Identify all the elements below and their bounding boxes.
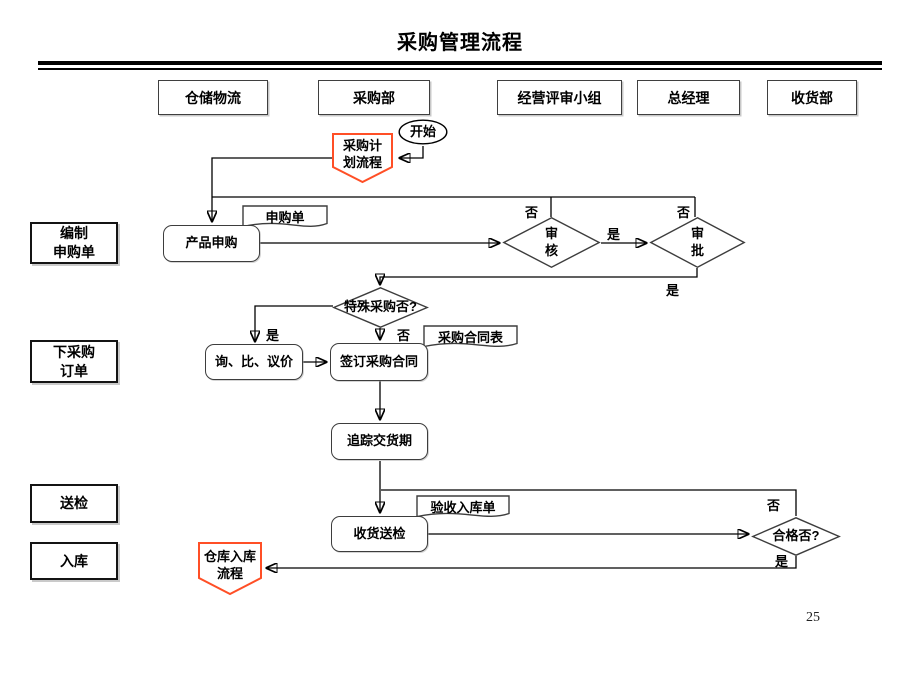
lane-header-label: 经营评审小组 bbox=[517, 89, 602, 106]
connector-no-feedback-to-product-request bbox=[212, 196, 696, 217]
edge-label-qualified-yes: 是 bbox=[775, 554, 789, 569]
diamond-shape bbox=[751, 517, 841, 556]
qualified-decision: 合格否? bbox=[751, 517, 841, 556]
receipt-form-document: 验收入库单 bbox=[416, 495, 510, 522]
receive-inspect-label: 收货送检 bbox=[353, 525, 406, 541]
inquiry-compare-label: 询、比、议价 bbox=[214, 353, 293, 369]
side-label-create-request: 编制 申购单 bbox=[30, 222, 118, 264]
edge-label-approve-no: 否 bbox=[677, 205, 691, 220]
connector-qualified-yes-to-warehouse bbox=[267, 556, 797, 568]
diamond-shape bbox=[502, 217, 601, 268]
lane-header-purchasing-dept: 采购部 bbox=[318, 80, 430, 115]
side-label-inspection: 送检 bbox=[30, 484, 118, 523]
connector-qualified-no-feedback bbox=[381, 489, 797, 516]
contract-form-document: 采购合同表 bbox=[423, 325, 518, 352]
side-label-text: 入库 bbox=[60, 552, 88, 569]
diamond-shape bbox=[649, 217, 746, 268]
title-divider bbox=[38, 61, 882, 70]
side-label-place-order: 下采购 订单 bbox=[30, 340, 118, 383]
approve-decision: 审 批 bbox=[649, 217, 746, 268]
side-label-warehousing: 入库 bbox=[30, 542, 118, 580]
edge-label-review-yes: 是 bbox=[607, 227, 621, 242]
lane-header-label: 总经理 bbox=[667, 89, 710, 106]
receipt-form-label: 验收入库单 bbox=[430, 500, 496, 516]
side-label-text: 送检 bbox=[60, 495, 88, 512]
document-shape bbox=[416, 495, 510, 518]
review-decision: 审 核 bbox=[502, 217, 601, 268]
pentagon-shape bbox=[198, 542, 262, 596]
edge-label-special-yes: 是 bbox=[266, 328, 280, 343]
start-label: 开始 bbox=[409, 123, 436, 139]
lane-header-label: 收货部 bbox=[791, 89, 833, 106]
lane-header-receiving-dept: 收货部 bbox=[767, 80, 857, 115]
document-shape bbox=[423, 325, 518, 348]
side-label-text: 编制 申购单 bbox=[53, 225, 95, 260]
request-form-document: 申购单 bbox=[242, 205, 328, 232]
edge-label-review-no: 否 bbox=[525, 205, 539, 220]
connector-start-to-plan bbox=[400, 146, 424, 158]
page-title: 采购管理流程 bbox=[397, 32, 523, 54]
request-form-label: 申购单 bbox=[265, 210, 305, 226]
sign-contract-label: 签订采购合同 bbox=[339, 353, 418, 369]
lane-header-label: 仓储物流 bbox=[185, 89, 241, 106]
product-request-label: 产品申购 bbox=[185, 235, 238, 251]
warehouse-entry-label: 仓库入库 流程 bbox=[203, 548, 256, 581]
edge-label-special-no: 否 bbox=[397, 328, 411, 343]
review-label: 审 核 bbox=[544, 225, 558, 258]
warehouse-entry-subprocess: 仓库入库 流程 bbox=[198, 542, 262, 596]
approve-label: 审 批 bbox=[690, 225, 704, 258]
product-request-process: 产品申购 bbox=[163, 225, 260, 262]
lane-header-general-manager: 总经理 bbox=[637, 80, 740, 115]
connector-approve-to-special bbox=[380, 268, 698, 284]
lane-header-warehouse-logistics: 仓储物流 bbox=[158, 80, 268, 115]
connector-plan-to-product-request bbox=[212, 157, 332, 221]
purchase-plan-subprocess: 采购计 划流程 bbox=[332, 133, 393, 184]
side-label-text: 下采购 订单 bbox=[53, 343, 95, 379]
receive-inspect-process: 收货送检 bbox=[331, 516, 428, 552]
track-delivery-process: 追踪交货期 bbox=[331, 423, 428, 460]
connector-special-yes-to-inquiry bbox=[255, 305, 333, 341]
start-node: 开始 bbox=[398, 119, 448, 145]
terminator-shape bbox=[398, 119, 448, 145]
sign-contract-process: 签订采购合同 bbox=[330, 343, 428, 381]
contract-form-label: 采购合同表 bbox=[437, 330, 503, 346]
diamond-shape bbox=[331, 287, 430, 328]
lane-header-label: 采购部 bbox=[353, 89, 395, 106]
special-purchase-label: 特殊采购否? bbox=[344, 299, 417, 315]
inquiry-compare-process: 询、比、议价 bbox=[205, 344, 303, 380]
qualified-label: 合格否? bbox=[772, 528, 820, 544]
purchase-plan-label: 采购计 划流程 bbox=[342, 138, 382, 170]
track-delivery-label: 追踪交货期 bbox=[346, 433, 412, 449]
edge-label-approve-yes: 是 bbox=[666, 283, 680, 298]
lane-header-review-team: 经营评审小组 bbox=[497, 80, 622, 115]
page-number: 25 bbox=[806, 610, 820, 625]
edge-label-qualified-no: 否 bbox=[767, 498, 781, 513]
special-purchase-decision: 特殊采购否? bbox=[331, 287, 430, 328]
pentagon-shape bbox=[332, 133, 393, 184]
